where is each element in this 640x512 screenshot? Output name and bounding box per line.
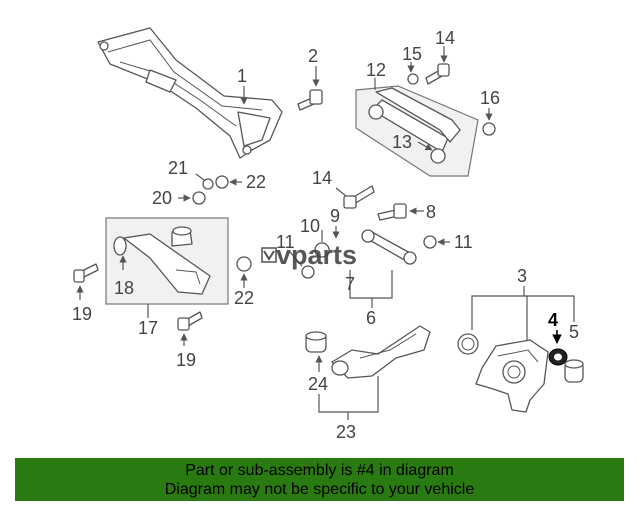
callout-4: 4 (548, 310, 558, 330)
notice-line-2: Diagram may not be specific to your vehi… (164, 481, 475, 498)
nut-part-16 (482, 122, 496, 136)
callout-1: 1 (237, 66, 247, 86)
bolt-part-2 (297, 89, 323, 111)
nut-part-11-left (301, 265, 315, 279)
callout-22-top: 22 (246, 172, 266, 192)
bolt-part-19-left (73, 263, 99, 283)
nut-part-22-top (215, 175, 229, 189)
lower-arm-part-23 (331, 325, 431, 379)
bushing-part-5 (564, 359, 584, 383)
callout-2: 2 (308, 46, 318, 66)
bushing-part-10 (314, 242, 330, 258)
callout-11-right: 11 (454, 232, 473, 252)
bolt-part-14-middle (343, 185, 375, 209)
vparts-logo: vparts (261, 240, 357, 270)
callout-21: 21 (168, 158, 188, 178)
callout-11-left: 11 (276, 232, 295, 252)
callout-24: 24 (308, 374, 328, 394)
bolt-part-14-top (425, 63, 450, 85)
callout-8: 8 (426, 202, 436, 222)
callout-15: 15 (402, 44, 422, 64)
washer-part-20 (192, 191, 206, 205)
callout-18: 18 (114, 278, 134, 298)
callout-12: 12 (366, 60, 386, 80)
watermark-text: vparts (276, 240, 357, 270)
bushing-part-4 (548, 348, 568, 366)
lower-arm-part-18 (113, 226, 211, 295)
callout-16: 16 (480, 88, 500, 108)
nut-part-21 (202, 178, 214, 190)
callout-22-lower: 22 (234, 288, 254, 308)
bushing-part-24 (305, 331, 327, 353)
callout-9: 9 (330, 206, 340, 226)
bolt-part-19-lower (177, 311, 203, 331)
hub-seal-ring (457, 333, 479, 355)
knuckle-part-3 (475, 339, 549, 413)
callout-19-left: 19 (72, 304, 92, 324)
notice-line-1: Part or sub-assembly is #4 in diagram (185, 462, 454, 479)
subframe-part (97, 27, 283, 159)
bolt-part-8 (377, 203, 407, 221)
nut-part-11-right (423, 235, 437, 249)
toe-link-part-7 (361, 229, 417, 265)
callout-5: 5 (569, 322, 579, 342)
callout-7: 7 (345, 274, 355, 294)
callout-20: 20 (152, 188, 172, 208)
callout-6: 6 (366, 308, 376, 328)
control-arm-part-13 (368, 87, 461, 164)
washer-part-15 (407, 73, 419, 85)
notice-banner: Part or sub-assembly is #4 in diagram Di… (15, 458, 624, 501)
callout-3: 3 (517, 266, 527, 286)
nut-part-22-lower (236, 256, 252, 272)
callout-10: 10 (300, 216, 320, 236)
callout-14-top: 14 (435, 28, 455, 48)
callout-14-middle: 14 (312, 168, 332, 188)
callout-17: 17 (138, 318, 158, 338)
callout-23: 23 (336, 422, 356, 442)
callout-19-lower: 19 (176, 350, 196, 370)
callout-13: 13 (392, 132, 412, 152)
